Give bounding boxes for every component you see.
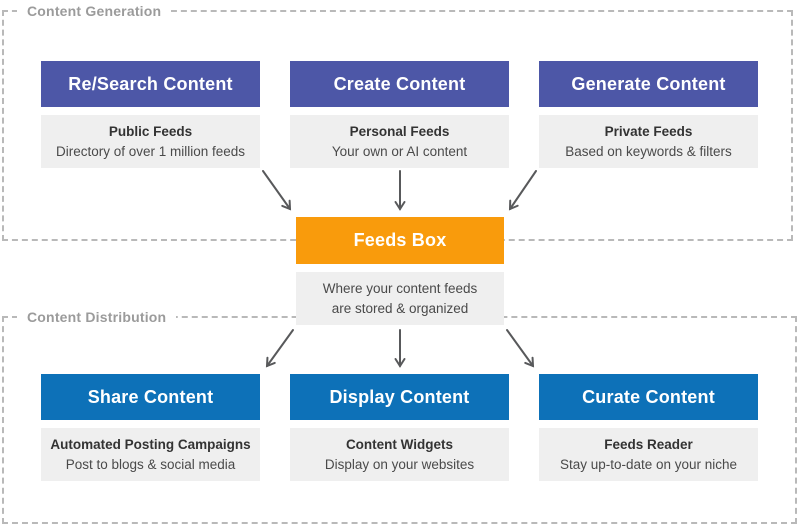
feeds-reader-info: Feeds Reader Stay up-to-date on your nic… [539, 428, 758, 481]
private-feeds-title: Private Feeds [604, 123, 693, 139]
feeds-box-description-line1: Where your content feeds [322, 280, 478, 296]
public-feeds-title: Public Feeds [108, 123, 193, 139]
create-content-box: Create Content [290, 61, 509, 107]
content-distribution-section-label: Content Distribution [17, 308, 177, 326]
feeds-reader-title: Feeds Reader [604, 436, 693, 452]
public-feeds-info: Public Feeds Directory of over 1 million… [41, 115, 260, 168]
feeds-box: Feeds Box [296, 217, 504, 264]
automated-posting-title: Automated Posting Campaigns [50, 436, 251, 452]
content-widgets-description: Display on your websites [324, 456, 475, 472]
automated-posting-info: Automated Posting Campaigns Post to blog… [41, 428, 260, 481]
public-feeds-description: Directory of over 1 million feeds [55, 143, 246, 159]
content-distribution-section-border [2, 316, 797, 524]
personal-feeds-title: Personal Feeds [349, 123, 450, 139]
research-content-box: Re/Search Content [41, 61, 260, 107]
feeds-reader-description: Stay up-to-date on your niche [559, 456, 738, 472]
private-feeds-description: Based on keywords & filters [565, 143, 732, 159]
feeds-box-description-line2: are stored & organized [331, 300, 469, 316]
content-widgets-title: Content Widgets [345, 436, 454, 452]
personal-feeds-description: Your own or AI content [331, 143, 468, 159]
personal-feeds-info: Personal Feeds Your own or AI content [290, 115, 509, 168]
share-content-box: Share Content [41, 374, 260, 420]
content-generation-section-label: Content Generation [17, 2, 172, 20]
automated-posting-description: Post to blogs & social media [65, 456, 236, 472]
private-feeds-info: Private Feeds Based on keywords & filter… [539, 115, 758, 168]
generate-content-box: Generate Content [539, 61, 758, 107]
curate-content-box: Curate Content [539, 374, 758, 420]
content-widgets-info: Content Widgets Display on your websites [290, 428, 509, 481]
display-content-box: Display Content [290, 374, 509, 420]
feeds-box-info: Where your content feeds are stored & or… [296, 272, 504, 325]
